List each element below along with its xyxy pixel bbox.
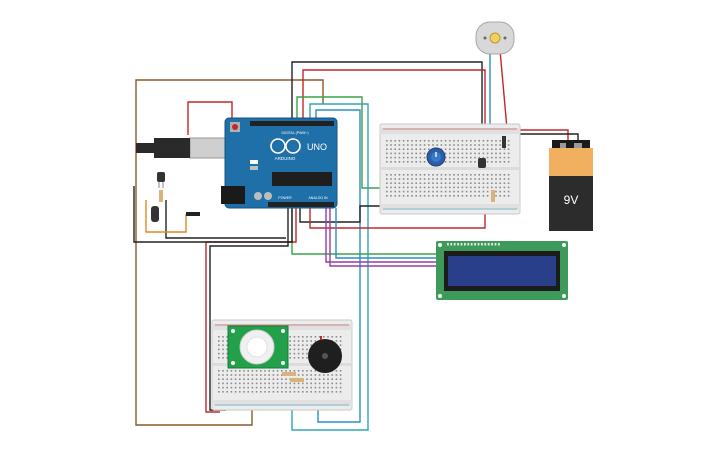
battery-9v[interactable]: 9V (549, 140, 593, 231)
wire-green-top[interactable] (296, 96, 398, 189)
atmega-chip (272, 172, 332, 186)
wire-black-left[interactable] (133, 186, 293, 243)
temperature-sensor[interactable] (157, 172, 165, 188)
usb-cable[interactable] (154, 138, 190, 158)
resistor-left[interactable] (159, 190, 163, 202)
wire-orange-sensor[interactable] (145, 200, 187, 233)
wire-red-top-long[interactable] (302, 69, 486, 150)
wire-teal-long[interactable] (291, 103, 369, 431)
diode-left[interactable] (186, 212, 200, 216)
resistor-lower-1[interactable] (282, 372, 296, 376)
pir-sensor[interactable] (227, 325, 289, 369)
transistor-right[interactable] (478, 158, 486, 168)
breadboard-right[interactable] (379, 123, 521, 215)
potentiometer[interactable] (426, 147, 446, 167)
arduino-logo (270, 138, 286, 154)
wire-brown-left-loop[interactable] (135, 79, 324, 426)
header-digital-label: DIGITAL (PWM~) (281, 131, 308, 135)
wire-black-top[interactable] (291, 61, 483, 160)
dc-motor[interactable] (475, 21, 515, 55)
wire-purple-lcd[interactable] (325, 208, 436, 263)
wire-blue-lcd[interactable] (335, 208, 436, 259)
board-model: UNO (307, 142, 327, 152)
wire-black-left-2[interactable] (165, 200, 286, 239)
diode-right[interactable] (502, 136, 506, 148)
wire-green-lcd[interactable] (291, 208, 436, 255)
header-analog-label: ANALOG IN (308, 196, 328, 200)
piezo-buzzer[interactable] (308, 336, 342, 373)
tilt-switch[interactable] (151, 206, 159, 222)
power-jack[interactable] (221, 186, 245, 204)
arduino-uno[interactable]: ARDUINO UNO DIGITAL (PWM~) POWER ANALOG … (136, 117, 338, 209)
resistor-lower-2[interactable] (290, 378, 304, 382)
lcd-pins (447, 243, 500, 246)
resistor-right[interactable] (491, 190, 495, 202)
header-power-label: POWER (278, 196, 292, 200)
wires (133, 49, 579, 431)
lcd-display[interactable] (436, 241, 568, 300)
board-brand: ARDUINO (275, 156, 296, 161)
wire-red-top[interactable] (187, 101, 233, 135)
battery-label: 9V (564, 193, 579, 207)
wire-purple-lcd-2[interactable] (329, 208, 436, 267)
breadboard-right-holes (386, 140, 510, 197)
wire-black-mid[interactable] (299, 205, 398, 223)
